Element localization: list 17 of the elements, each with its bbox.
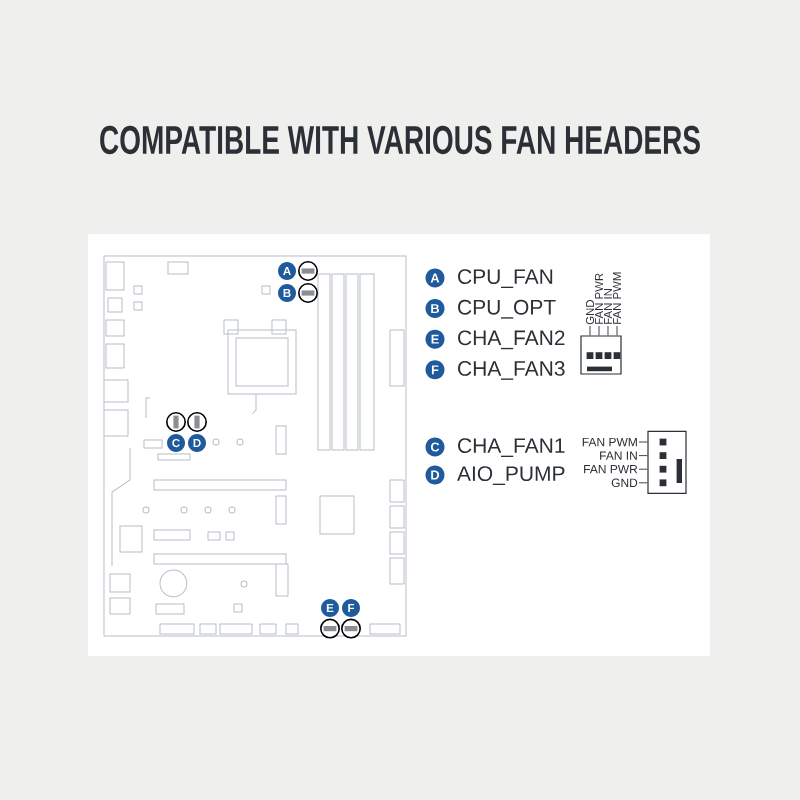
leader-line	[607, 325, 609, 336]
leader-line	[638, 455, 648, 457]
header-name: CPU_OPT	[458, 299, 556, 319]
connector-symbol	[580, 335, 622, 375]
leader-line	[638, 468, 648, 470]
leader-line	[616, 325, 618, 336]
connector-symbol	[647, 430, 687, 494]
leader-line	[638, 441, 648, 443]
title: COMPATIBLE WITH VARIOUS FAN HEADERS	[100, 125, 700, 155]
header-name: CHA_FAN2	[458, 330, 565, 350]
leader-line	[598, 325, 600, 336]
header-name: CHA_FAN1	[458, 438, 565, 457]
header-name: CHA_FAN3	[458, 361, 565, 380]
leader-line	[638, 482, 648, 484]
header-name: AIO_PUMP	[457, 466, 565, 485]
header-name: CPU_FAN	[458, 269, 553, 289]
leader-line	[589, 325, 591, 336]
